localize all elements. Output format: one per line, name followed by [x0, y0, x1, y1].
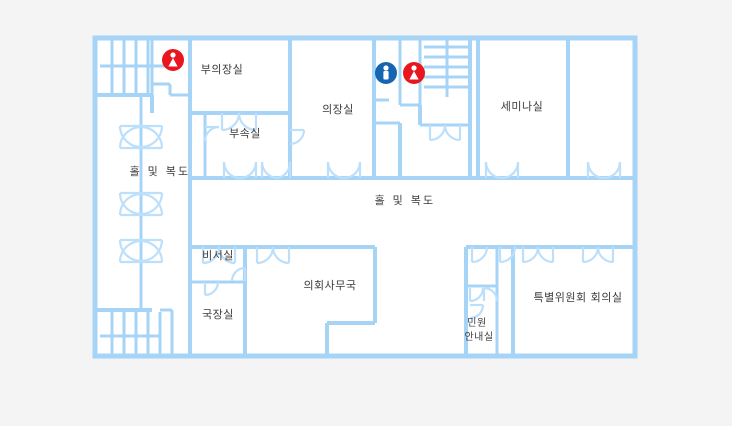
floor-fill — [95, 36, 635, 358]
stairs-icon-southwest — [100, 312, 162, 355]
door-swing-icon-biseosil-north — [201, 246, 237, 265]
door-swing-icon-northeast-room-south — [586, 161, 622, 180]
door-swing-icon-stairhall — [428, 124, 462, 142]
room-label-uihoesamuguk: 의회사무국 — [303, 279, 356, 292]
room-label-uijangsil: 의장실 — [322, 103, 354, 116]
room-label-teukbyeol-hoeuisil: 특별위원회 회의실 — [534, 291, 623, 304]
door-swing-icon-corridor-2 — [118, 191, 164, 217]
door-swing-icon-busoksil-east — [289, 128, 306, 146]
door-swing-icon-seminasil-south — [484, 161, 520, 180]
lower-band-walls — [190, 245, 635, 356]
door-swing-icon-uijangsil-south — [326, 161, 362, 180]
restroom-female-northwest[interactable] — [162, 49, 184, 71]
door-swing-icon-biseosil-east — [230, 266, 247, 282]
room-label-hall-corridor-main: 홀 및 복도 — [375, 194, 436, 207]
door-swing-icon-minwon-inner — [468, 286, 499, 320]
room-label-minwon-annaesil-line1: 민원 — [467, 317, 486, 329]
room-label-busoksil: 부속실 — [229, 127, 261, 140]
stairs-icon-northwest — [100, 40, 175, 95]
stairs-icon-north-center — [424, 38, 470, 97]
room-label-minwon-annaesil-line2: 안내실 — [464, 331, 493, 343]
restroom-female-center[interactable] — [403, 62, 425, 84]
door-swing-icon-corridor-1 — [118, 124, 164, 150]
door-swing-icon-busoksil-south-a — [222, 161, 258, 180]
door-swing-icon-busoksil-south-b — [260, 161, 292, 180]
door-swing-icon-buuijangsil — [220, 112, 258, 132]
restroom-male-center[interactable] — [375, 62, 397, 84]
room-label-gukjangsil: 국장실 — [202, 308, 234, 321]
door-swing-icon-teukbyeol-north-b — [581, 246, 615, 264]
outer-walls — [92, 35, 638, 359]
room-label-hall-corridor-left: 홀 및 복도 — [130, 165, 191, 178]
room-label-seminasil: 세미나실 — [501, 100, 543, 113]
room-label-biseosil: 비서실 — [202, 249, 234, 262]
door-swing-icon-corridor-right-small — [498, 246, 517, 264]
door-swing-icon-busoksil-west — [203, 125, 220, 142]
room-label-buuijangsil: 부의장실 — [201, 63, 243, 76]
left-corridor-walls — [95, 38, 192, 356]
door-swing-icon-uihoesamuguk-north — [255, 246, 291, 265]
door-swing-icon-teukbyeol-north-a — [521, 246, 555, 264]
door-swing-icon-gukjangsil-north — [203, 281, 220, 297]
door-swing-icon-corridor-3 — [118, 238, 164, 264]
door-swing-icon-minwon-north — [470, 246, 489, 264]
